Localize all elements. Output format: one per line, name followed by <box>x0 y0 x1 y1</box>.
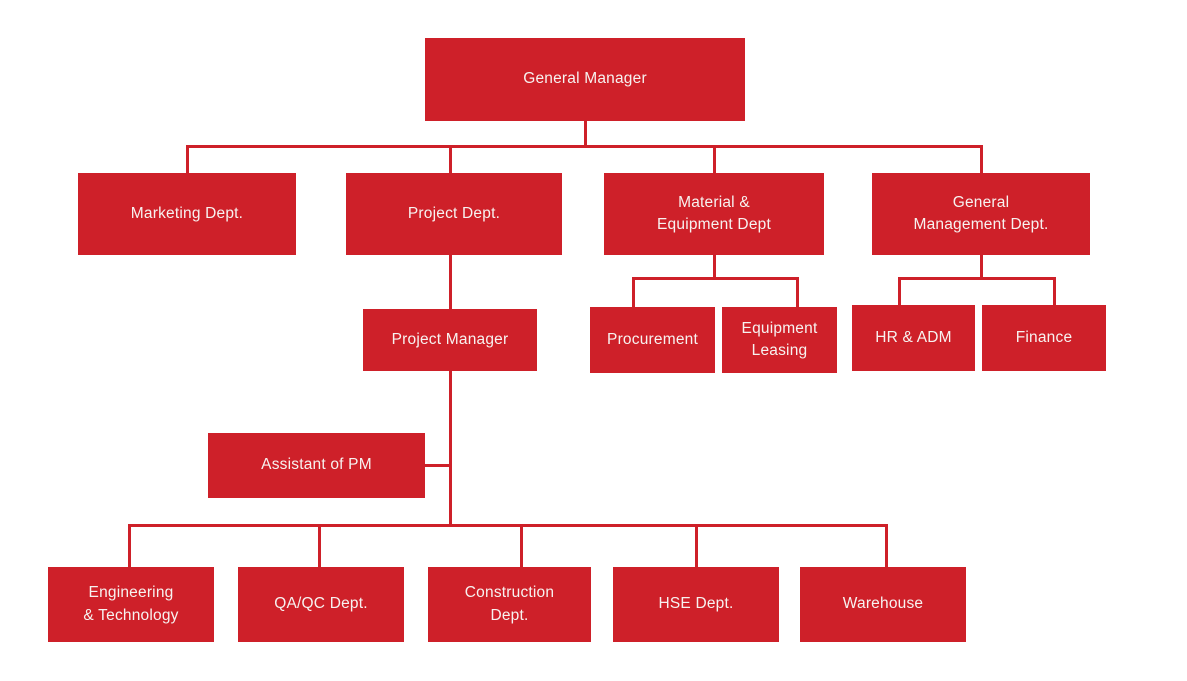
org-node-label: Material & Equipment Dept <box>657 193 771 233</box>
connector-line <box>519 523 523 569</box>
connector-line <box>1052 276 1056 307</box>
connector-line <box>979 144 983 175</box>
org-node-marketing-dept: Marketing Dept. <box>78 173 296 255</box>
connector-line <box>712 144 716 175</box>
org-node-hse-dept: HSE Dept. <box>613 567 779 642</box>
org-node-equipment-leasing: Equipment Leasing <box>722 307 837 373</box>
org-node-warehouse: Warehouse <box>800 567 966 642</box>
connector-line <box>631 276 799 280</box>
org-node-project-manager: Project Manager <box>363 309 537 371</box>
org-node-label: Warehouse <box>842 595 924 613</box>
connector-line <box>185 144 983 148</box>
org-node-general-management-dept: General Management Dept. <box>872 173 1090 255</box>
org-node-label: Project Dept. <box>407 204 501 222</box>
connector-line <box>694 523 698 569</box>
org-node-qa-qc-dept: QA/QC Dept. <box>238 567 404 642</box>
org-node-label: Assistant of PM <box>261 456 372 474</box>
connector-line <box>583 119 587 148</box>
org-node-label: General Manager <box>523 70 647 88</box>
connector-line <box>897 276 1056 280</box>
org-node-label: Project Manager <box>391 330 509 348</box>
org-node-procurement: Procurement <box>590 307 715 373</box>
connector-line <box>423 463 452 467</box>
org-node-label: HSE Dept. <box>658 595 734 613</box>
org-node-label: Equipment Leasing <box>741 319 818 359</box>
connector-line <box>897 276 901 307</box>
connector-line <box>448 253 452 311</box>
org-node-engineering-technology: Engineering & Technology <box>48 567 214 642</box>
connector-line <box>317 523 321 569</box>
org-node-label: General Management Dept. <box>913 193 1049 233</box>
org-node-general-manager: General Manager <box>425 38 745 121</box>
org-node-label: Marketing Dept. <box>130 204 244 222</box>
org-node-label: HR & ADM <box>875 328 952 346</box>
org-node-construction-dept: Construction Dept. <box>428 567 591 642</box>
connector-line <box>127 523 131 569</box>
org-node-label: Construction Dept. <box>464 584 555 624</box>
connector-line <box>979 253 983 280</box>
connector-line <box>448 144 452 175</box>
org-node-label: Engineering & Technology <box>83 584 179 624</box>
connector-line <box>884 523 888 569</box>
org-node-assistant-of-pm: Assistant of PM <box>208 433 425 498</box>
connector-line <box>185 144 189 175</box>
connector-line <box>795 276 799 309</box>
connector-line <box>127 523 888 527</box>
org-node-project-dept: Project Dept. <box>346 173 562 255</box>
org-node-hr-adm: HR & ADM <box>852 305 975 371</box>
org-node-material-equipment-dept: Material & Equipment Dept <box>604 173 824 255</box>
org-node-label: QA/QC Dept. <box>274 595 368 613</box>
org-node-label: Procurement <box>607 330 698 348</box>
connector-line <box>448 369 452 527</box>
connector-line <box>631 276 635 309</box>
org-node-label: Finance <box>1015 328 1073 346</box>
connector-line <box>712 253 716 280</box>
org-node-finance: Finance <box>982 305 1106 371</box>
